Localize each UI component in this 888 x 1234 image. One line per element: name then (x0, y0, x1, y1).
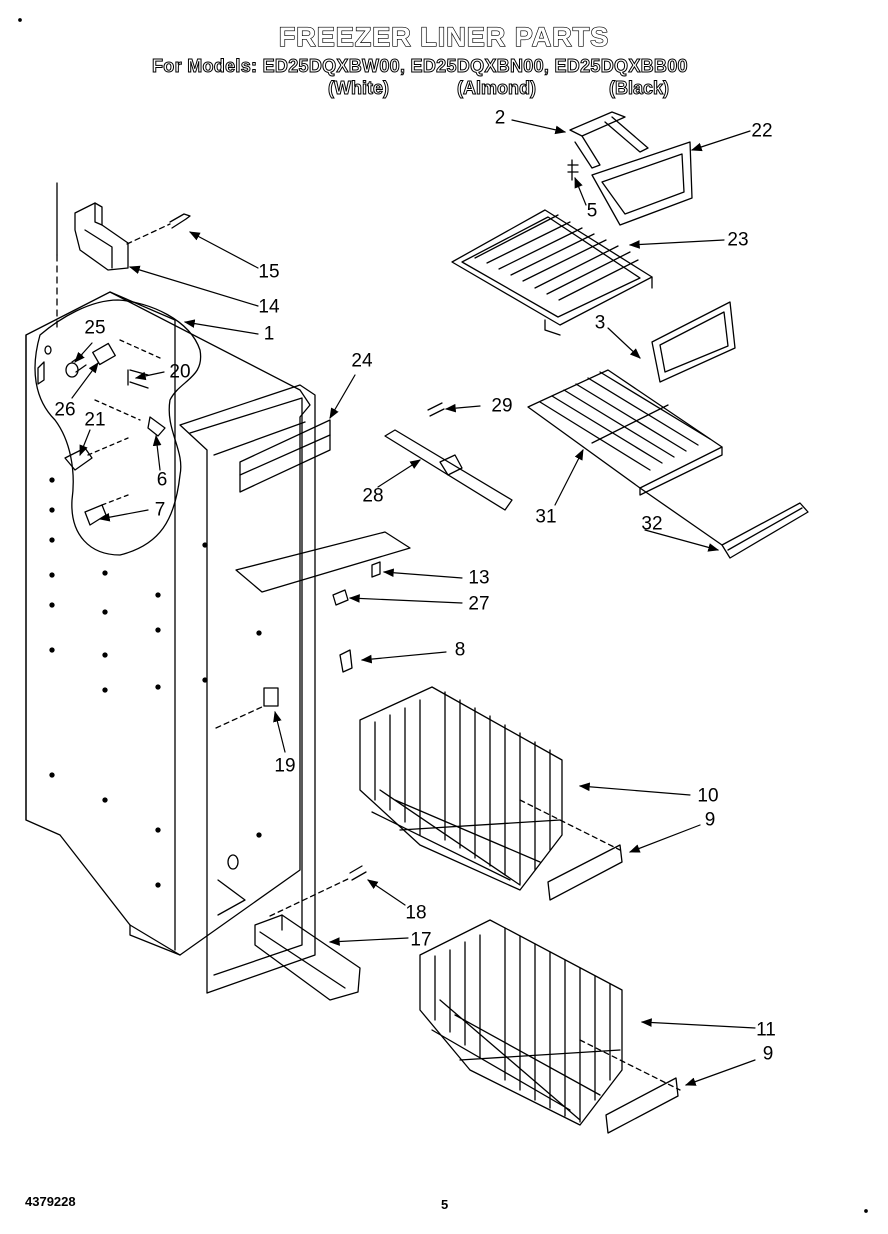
basket-trim-9a (547, 844, 623, 901)
callout-18: 18 (405, 902, 427, 924)
callout-28: 28 (362, 485, 384, 507)
light-socket-parts (37, 339, 166, 526)
ice-area-parts (235, 531, 411, 673)
callout-7: 7 (154, 499, 166, 521)
callout-24: 24 (351, 350, 373, 372)
callout-32: 32 (641, 513, 663, 535)
shelf-trim-32 (639, 487, 809, 559)
shelf-bracket-2 (569, 111, 649, 169)
basket-11 (419, 919, 681, 1126)
switch-19 (215, 687, 279, 729)
callout-10: 10 (697, 785, 719, 807)
page-number: 5 (441, 1197, 449, 1212)
callout-1: 1 (263, 323, 275, 345)
color-label-almond: (Almond) (457, 78, 537, 99)
shelf-support-28 (384, 429, 513, 511)
callout-9-upper: 9 (704, 809, 716, 831)
freezer-liner (25, 182, 316, 994)
callout-13: 13 (468, 567, 490, 589)
callout-25: 25 (84, 317, 106, 339)
screw-5 (567, 159, 579, 181)
bracket-14 (74, 202, 129, 271)
corner-mark (18, 18, 22, 22)
shelf-edge-3 (651, 301, 736, 383)
callout-8: 8 (454, 639, 466, 661)
models-line: For Models: ED25DQXBW00, ED25DQXBN00, ED… (152, 56, 689, 77)
callout-14: 14 (258, 296, 280, 318)
basket-trim-9b (605, 1077, 679, 1134)
callout-15: 15 (258, 261, 280, 283)
callout-26: 26 (54, 399, 76, 421)
callout-31: 31 (535, 506, 557, 528)
color-label-white: (White) (328, 78, 390, 99)
corner-mark (864, 1209, 868, 1213)
callout-22: 22 (751, 120, 773, 142)
screw-29 (427, 402, 445, 417)
callout-21: 21 (84, 409, 106, 431)
callout-17: 17 (410, 929, 432, 951)
screw-15 (126, 213, 191, 245)
wire-shelf-31 (527, 369, 723, 496)
callout-20: 20 (169, 361, 191, 383)
screw-18 (269, 865, 367, 917)
callout-23: 23 (727, 229, 749, 251)
color-label-black: (Black) (608, 78, 670, 99)
trim-24 (239, 419, 331, 493)
callout-27: 27 (468, 593, 490, 615)
callout-9-lower: 9 (762, 1043, 774, 1065)
callout-2: 2 (494, 107, 506, 129)
document-number: 4379228 (25, 1194, 76, 1209)
callout-11: 11 (756, 1019, 776, 1041)
basket-10 (359, 686, 621, 891)
shelf-23 (451, 209, 653, 336)
callout-5: 5 (586, 200, 598, 222)
kick-plate-17 (254, 914, 361, 1001)
callout-3: 3 (594, 312, 606, 334)
callout-6: 6 (156, 469, 168, 491)
leader-lines (71, 119, 756, 1086)
callout-19: 19 (274, 755, 296, 777)
shelf-frame-22 (591, 141, 693, 226)
page-title: FREEZER LINER PARTS (278, 21, 610, 52)
callout-29: 29 (491, 395, 513, 417)
